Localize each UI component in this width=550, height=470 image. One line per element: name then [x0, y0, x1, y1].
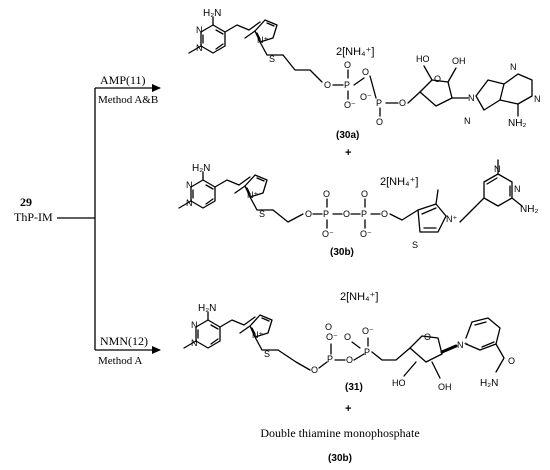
- plus-1: +: [345, 147, 351, 159]
- svg-text:N: N: [196, 25, 203, 35]
- svg-text:O⁻: O⁻: [322, 229, 334, 239]
- reactant-number: 29: [20, 195, 32, 209]
- plus-2: +: [345, 403, 351, 415]
- svg-text:OH: OH: [452, 56, 466, 66]
- reactant-name: ThP-IM: [14, 210, 53, 224]
- svg-text:O⁻: O⁻: [362, 326, 374, 336]
- label-31: (31): [345, 382, 363, 393]
- svg-text:O: O: [424, 332, 431, 342]
- svg-text:O⁻: O⁻: [326, 332, 338, 342]
- svg-text:NH₂: NH₂: [520, 204, 538, 215]
- reagent-nmn: NMN(12): [100, 334, 148, 348]
- svg-text:O: O: [361, 189, 368, 199]
- ammonium-31: 2[NH₄⁺]: [340, 291, 378, 303]
- svg-text:H₂N: H₂N: [198, 303, 216, 314]
- method-nmn: Method A: [98, 355, 142, 367]
- svg-text:O: O: [344, 332, 351, 342]
- svg-text:O: O: [346, 355, 353, 365]
- molecule-31: H₂N N N N⁺ S O P O⁻ O O P O⁻ O O HO OH N…: [183, 303, 515, 392]
- svg-text:S: S: [264, 349, 270, 359]
- svg-text:N: N: [510, 62, 517, 72]
- svg-text:N⁺: N⁺: [247, 190, 258, 200]
- svg-text:O⁻: O⁻: [360, 92, 372, 102]
- svg-text:N: N: [464, 116, 471, 126]
- side-product-name: Double thiamine monophosphate: [260, 426, 419, 440]
- svg-text:N: N: [186, 198, 193, 208]
- svg-text:P: P: [364, 347, 370, 357]
- svg-text:P: P: [344, 80, 350, 90]
- svg-text:H₂N: H₂N: [480, 378, 498, 389]
- label-30b: (30b): [330, 247, 354, 258]
- side-product-label: (30b): [328, 453, 352, 464]
- svg-text:N: N: [514, 184, 521, 194]
- svg-text:N⁺: N⁺: [446, 214, 457, 224]
- svg-text:O: O: [508, 356, 515, 366]
- molecule-30a: H₂N N N N⁺ S O P O O⁻ O O⁻ P O O O HO OH…: [188, 8, 541, 129]
- svg-text:N: N: [191, 338, 198, 348]
- svg-text:P: P: [376, 98, 382, 108]
- svg-text:N: N: [186, 180, 193, 190]
- svg-text:O: O: [305, 209, 312, 219]
- molecule-30b: H₂N N N N⁺ S O P O O⁻ O P O O⁻ O S N⁺ N …: [178, 159, 538, 250]
- svg-text:N: N: [196, 43, 203, 53]
- svg-text:HO: HO: [416, 54, 430, 64]
- svg-text:O⁻: O⁻: [360, 229, 372, 239]
- svg-text:P: P: [323, 209, 329, 219]
- svg-text:S: S: [412, 240, 418, 250]
- svg-text:NH₂: NH₂: [508, 118, 526, 129]
- svg-text:N⁺: N⁺: [257, 35, 268, 45]
- svg-text:O: O: [343, 209, 350, 219]
- svg-text:P: P: [327, 354, 333, 364]
- ammonium-30a: 2[NH₄⁺]: [336, 46, 374, 58]
- svg-text:N: N: [468, 93, 475, 103]
- svg-text:N: N: [534, 94, 541, 104]
- svg-text:HO: HO: [392, 378, 406, 388]
- svg-text:N: N: [494, 164, 501, 174]
- svg-text:O: O: [434, 74, 441, 84]
- svg-text:O: O: [323, 189, 330, 199]
- svg-text:H₂N: H₂N: [192, 163, 210, 174]
- svg-text:N⁺: N⁺: [457, 340, 468, 350]
- svg-text:OH: OH: [438, 382, 452, 392]
- svg-text:O: O: [344, 60, 351, 70]
- svg-text:N: N: [191, 320, 198, 330]
- svg-text:O: O: [325, 322, 332, 332]
- svg-text:O: O: [381, 209, 388, 219]
- svg-text:N⁺: N⁺: [252, 330, 263, 340]
- reagent-amp: AMP(11): [100, 73, 146, 87]
- label-30a: (30a): [336, 130, 359, 141]
- svg-text:H₂N: H₂N: [203, 8, 221, 19]
- svg-text:O: O: [311, 365, 318, 375]
- method-amp: Method A&B: [98, 94, 158, 106]
- ammonium-30b: 2[NH₄⁺]: [380, 176, 418, 188]
- svg-text:O: O: [324, 80, 331, 90]
- svg-text:O: O: [399, 98, 406, 108]
- svg-text:S: S: [259, 209, 265, 219]
- svg-text:S: S: [269, 54, 275, 64]
- svg-text:O⁻: O⁻: [344, 100, 356, 110]
- svg-text:O: O: [376, 117, 383, 127]
- svg-text:O: O: [362, 67, 369, 77]
- svg-text:P: P: [361, 209, 367, 219]
